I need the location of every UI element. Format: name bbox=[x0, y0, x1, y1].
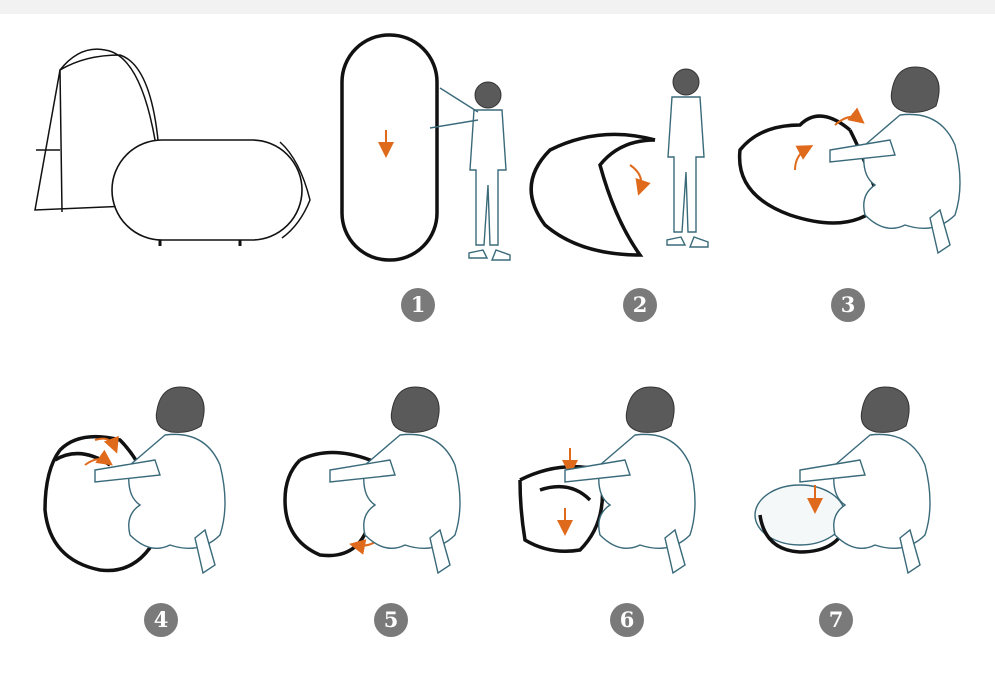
step-number-badge: 5 bbox=[374, 603, 408, 637]
step-number-badge: 3 bbox=[831, 288, 865, 322]
step-number-badge: 1 bbox=[401, 288, 435, 322]
step-number-badge: 4 bbox=[144, 603, 178, 637]
step-1-illustration bbox=[340, 33, 511, 262]
step-number-badge: 6 bbox=[610, 603, 644, 637]
step-3-illustration bbox=[737, 66, 961, 254]
step-number-badge: 2 bbox=[623, 288, 657, 322]
step-5-illustration bbox=[283, 386, 461, 574]
step-7-illustration bbox=[754, 386, 931, 574]
banner-stand-illustration bbox=[34, 48, 311, 246]
top-bar bbox=[0, 0, 995, 14]
step-4-illustration bbox=[43, 386, 226, 574]
step-6-illustration bbox=[518, 386, 696, 574]
step-2-illustration bbox=[529, 68, 709, 257]
step-number-badge: 7 bbox=[819, 603, 853, 637]
